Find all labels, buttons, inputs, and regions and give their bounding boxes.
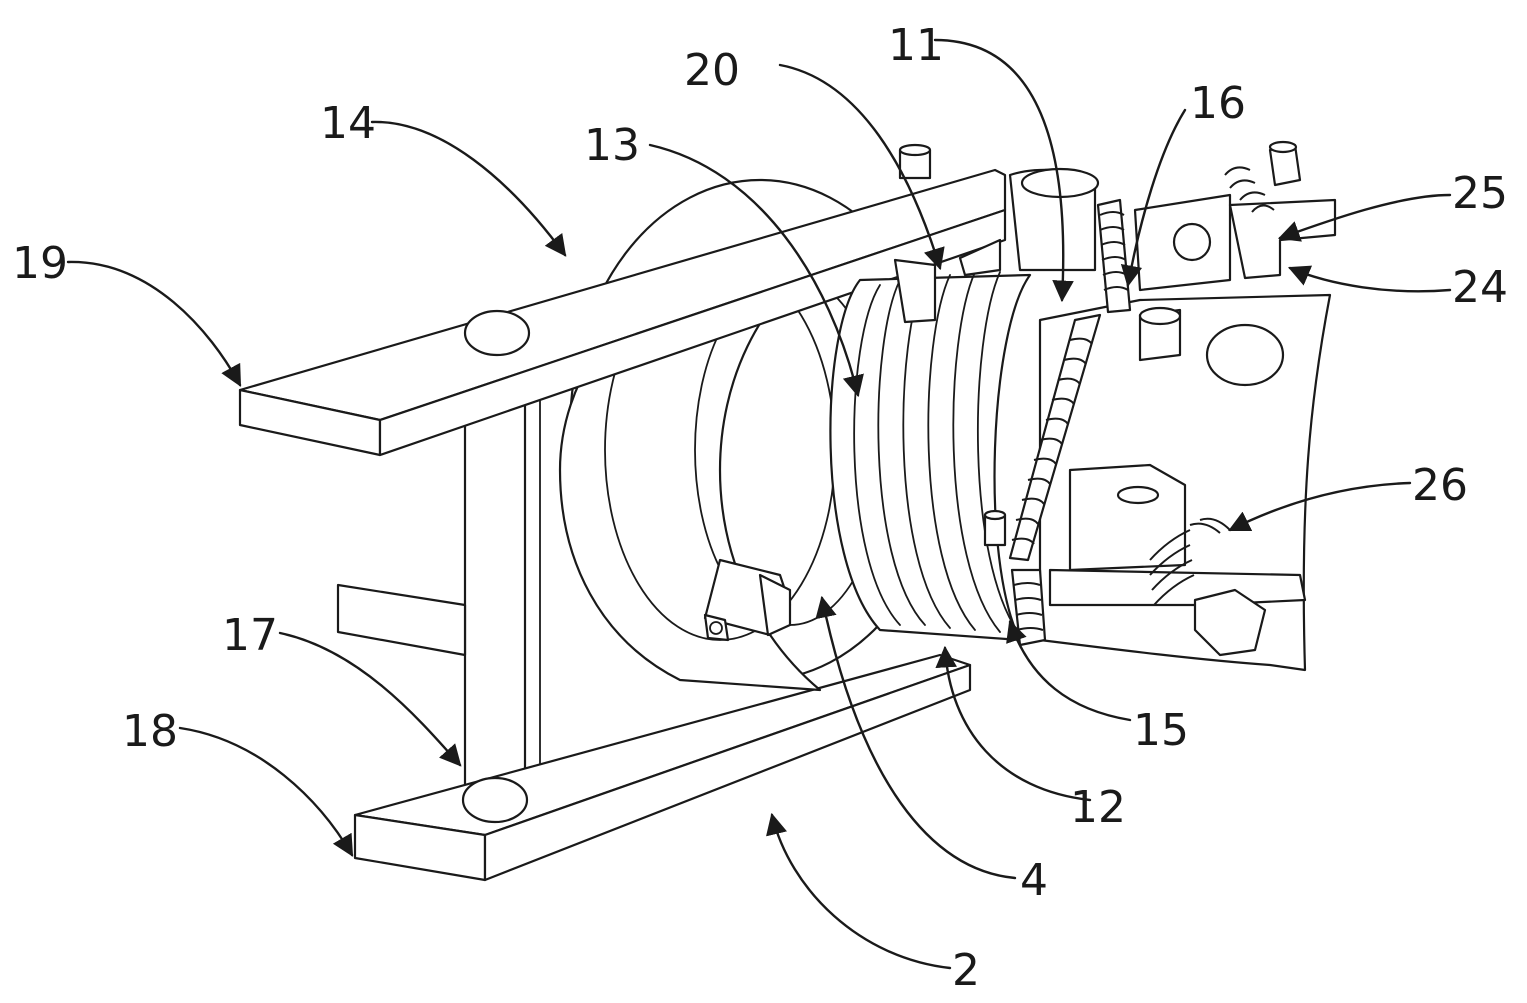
- leader-24: [1290, 268, 1450, 291]
- vertical-post: [465, 400, 540, 790]
- callout-16: 16: [1190, 78, 1246, 129]
- callout-18: 18: [122, 706, 178, 757]
- leader-14: [372, 122, 565, 255]
- callout-20: 20: [684, 45, 740, 96]
- callout-15: 15: [1133, 705, 1189, 756]
- winding-rings: [830, 272, 1030, 640]
- callout-25: 25: [1452, 168, 1508, 219]
- leader-18: [180, 728, 352, 855]
- callout-19: 19: [12, 238, 68, 289]
- leader-2: [772, 815, 950, 968]
- callout-26: 26: [1412, 460, 1468, 511]
- callout-12: 12: [1070, 782, 1126, 833]
- callout-4: 4: [1020, 855, 1048, 906]
- callout-2: 2: [952, 945, 980, 996]
- callout-13: 13: [584, 120, 640, 171]
- leader-19: [68, 262, 240, 385]
- callout-17: 17: [222, 610, 278, 661]
- callout-11: 11: [888, 20, 944, 71]
- callout-24: 24: [1452, 262, 1508, 313]
- side-plate: [338, 585, 465, 655]
- leader-17: [280, 633, 460, 765]
- callout-14: 14: [320, 98, 376, 149]
